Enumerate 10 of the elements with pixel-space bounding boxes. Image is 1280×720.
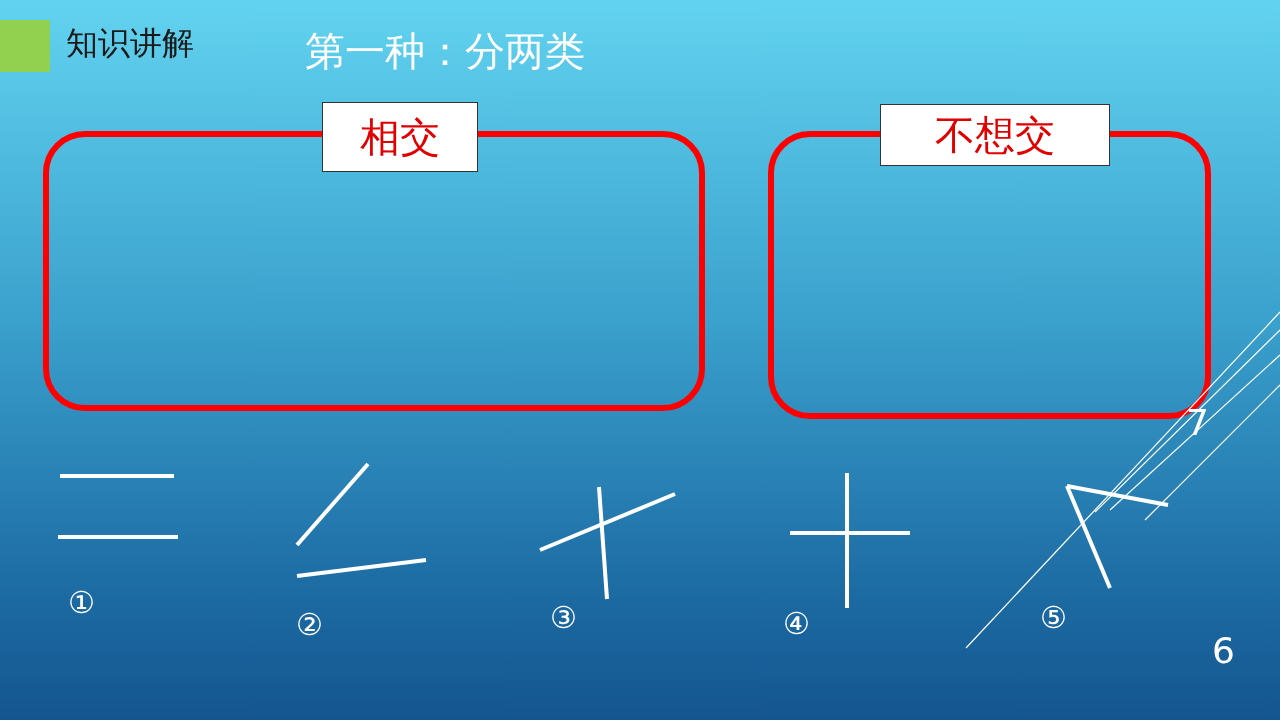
frame-heading: 相交 bbox=[322, 102, 478, 172]
frame-heading: 不想交 bbox=[880, 104, 1110, 166]
figure-number: ③ bbox=[550, 600, 577, 635]
figure-number: ① bbox=[68, 585, 95, 620]
section-label: 知识讲解 bbox=[66, 23, 194, 64]
figure-number: ④ bbox=[783, 606, 810, 641]
slide-title: 第一种：分两类 bbox=[305, 27, 585, 76]
page-number: 6 bbox=[1212, 630, 1235, 671]
figure-number: ② bbox=[296, 607, 323, 642]
figure-number: ⑤ bbox=[1040, 600, 1067, 635]
